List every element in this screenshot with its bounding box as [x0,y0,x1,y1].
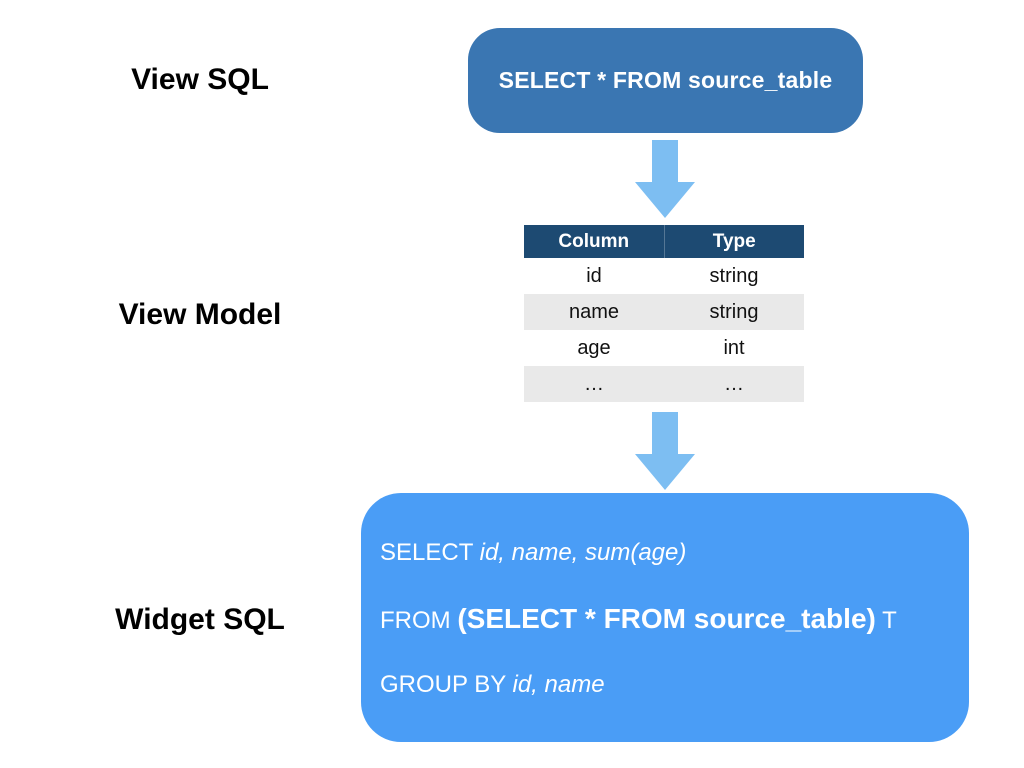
sql-groupby-line: GROUP BY id, name [380,671,605,699]
cell-column: age [577,336,611,359]
cell-column: name [568,300,620,323]
sql-from-line: FROM (SELECT * FROM source_table) T [380,603,897,635]
table-header: Column Type [524,225,804,258]
label-view-sql: View SQL [131,63,269,96]
view-sql-box: SELECT * FROM source_table [468,28,863,133]
sql-columns: id, name [512,671,605,698]
widget-sql-box: SELECT id, name, sum(age) FROM (SELECT *… [361,493,969,742]
table-row: id string [524,258,804,294]
down-arrow-icon [635,140,695,218]
column-header-column: Column [524,225,664,258]
view-model-table: Column Type id string name string age in… [524,225,804,402]
sql-alias: T [875,607,897,634]
cell-type: int [723,336,745,359]
sql-keyword: FROM [380,607,458,634]
sql-select-line: SELECT id, name, sum(age) [380,539,686,567]
down-arrow-icon [635,412,695,490]
table-row: age int [524,330,804,366]
cell-type: … [724,372,744,395]
cell-type: string [709,264,759,287]
sql-keyword: GROUP BY [380,671,513,698]
view-sql-box-text: SELECT * FROM source_table [498,67,833,93]
sql-subquery: (SELECT * FROM source_table) [457,603,876,634]
label-view-model: View Model [118,298,282,331]
table-header-row: Column Type [524,225,804,258]
sql-keyword: SELECT [380,539,480,566]
sql-columns: id, name, sum(age) [479,539,687,566]
table-body: id string name string age int … … [524,258,804,402]
table-row: name string [524,294,804,330]
label-widget-sql: Widget SQL [115,603,285,636]
cell-column: id [586,264,602,287]
column-header-type: Type [663,225,804,258]
cell-column: … [584,372,604,395]
cell-type: string [709,300,759,323]
table-row: … … [524,366,804,402]
